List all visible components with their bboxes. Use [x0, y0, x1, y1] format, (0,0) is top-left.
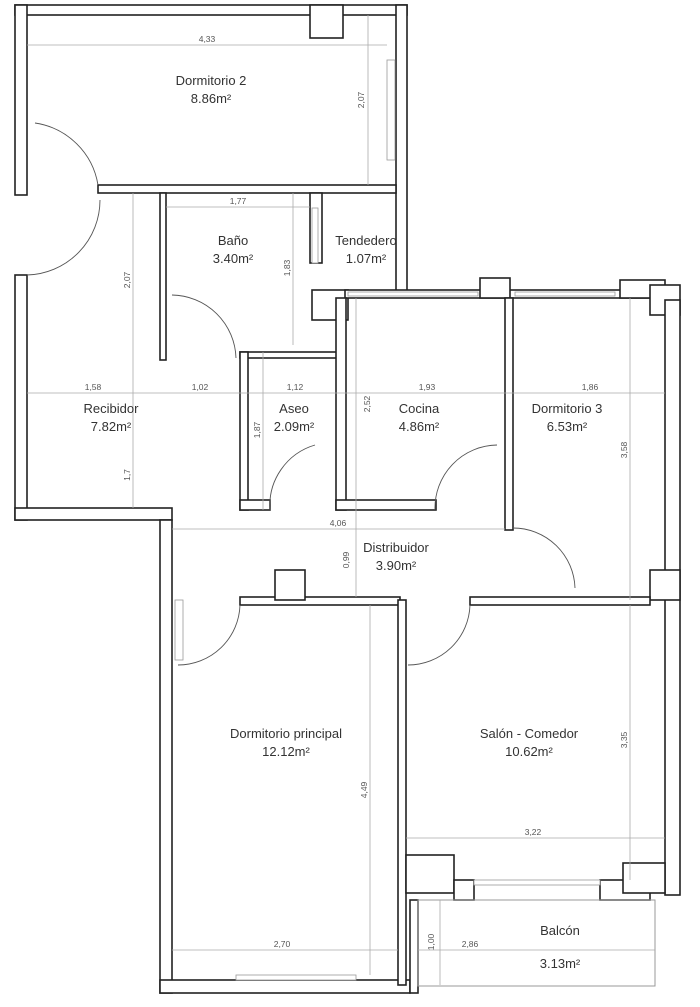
dim-salon-height: 3,35 [619, 731, 629, 748]
dim-dist-height: 0,99 [341, 551, 351, 568]
dim-d2-height: 2,07 [356, 91, 366, 108]
room-name-distribuidor: Distribuidor [363, 540, 429, 555]
room-name-bano: Baño [218, 233, 248, 248]
pillar [622, 862, 666, 894]
dim-salon-width: 3,22 [525, 827, 542, 837]
room-area-balcon: 3.13m² [540, 956, 581, 971]
dim-recibidor-w1: 1,58 [85, 382, 102, 392]
door-arc [407, 604, 471, 666]
room-name-cocina: Cocina [399, 401, 440, 416]
dim-dist-width: 4,06 [330, 518, 347, 528]
dim-recibidor-w2: 1,02 [192, 382, 209, 392]
door-arc [434, 444, 498, 511]
dim-d3-height: 3,58 [619, 441, 629, 458]
door-arc [269, 444, 316, 511]
dim-bano-height: 1,83 [282, 259, 292, 276]
room-name-dormitorio2: Dormitorio 2 [176, 73, 247, 88]
room-area-dormitorio-principal: 12.12m² [262, 744, 310, 759]
room-area-dormitorio3: 6.53m² [547, 419, 588, 434]
dim-cocina-height: 2,52 [362, 395, 372, 412]
room-name-dormitorio-principal: Dormitorio principal [230, 726, 342, 741]
room-area-tendedero: 1.07m² [346, 251, 387, 266]
pillar [274, 569, 306, 601]
door-arc [26, 199, 101, 276]
dimension-lines [27, 15, 665, 985]
room-name-salon: Salón - Comedor [480, 726, 579, 741]
dim-balcon-width: 2,86 [462, 939, 479, 949]
room-area-aseo: 2.09m² [274, 419, 315, 434]
room-area-distribuidor: 3.90m² [376, 558, 417, 573]
dim-d3-width: 1,86 [582, 382, 599, 392]
dim-aseo-height: 1,87 [252, 421, 262, 438]
windows [174, 59, 616, 981]
room-name-tendedero: Tendedero [335, 233, 396, 248]
room-name-dormitorio3: Dormitorio 3 [532, 401, 603, 416]
room-name-balcon: Balcón [540, 923, 580, 938]
dim-d2-width: 4,33 [199, 34, 216, 44]
dim-cocina-width: 1,93 [419, 382, 436, 392]
room-area-cocina: 4.86m² [399, 419, 440, 434]
door-arc [512, 527, 576, 589]
room-name-aseo: Aseo [279, 401, 309, 416]
pillar [309, 4, 344, 39]
pillar [649, 569, 681, 601]
room-labels: Dormitorio 2 8.86m² Baño 3.40m² Tendeder… [84, 73, 603, 971]
room-name-recibidor: Recibidor [84, 401, 140, 416]
dim-recibidor-upper: 2,07 [122, 271, 132, 288]
dim-balcon-height: 1,00 [426, 933, 436, 950]
dimension-labels: 4,33 2,07 1,77 1,83 2,07 1,58 1,02 1,7 1… [85, 34, 629, 950]
doors [26, 122, 576, 666]
walls [14, 4, 681, 994]
pillar [479, 277, 511, 299]
room-area-recibidor: 7.82m² [91, 419, 132, 434]
dim-dp-height: 4,49 [359, 781, 369, 798]
room-area-bano: 3.40m² [213, 251, 254, 266]
door-arc [177, 604, 241, 666]
dim-bano-width: 1,77 [230, 196, 247, 206]
door-arc [34, 122, 99, 186]
dim-recibidor-lower: 1,7 [122, 469, 132, 481]
room-area-salon: 10.62m² [505, 744, 553, 759]
door-arc [171, 294, 237, 359]
room-area-dormitorio2: 8.86m² [191, 91, 232, 106]
dim-aseo-width: 1,12 [287, 382, 304, 392]
dim-dp-width: 2,70 [274, 939, 291, 949]
